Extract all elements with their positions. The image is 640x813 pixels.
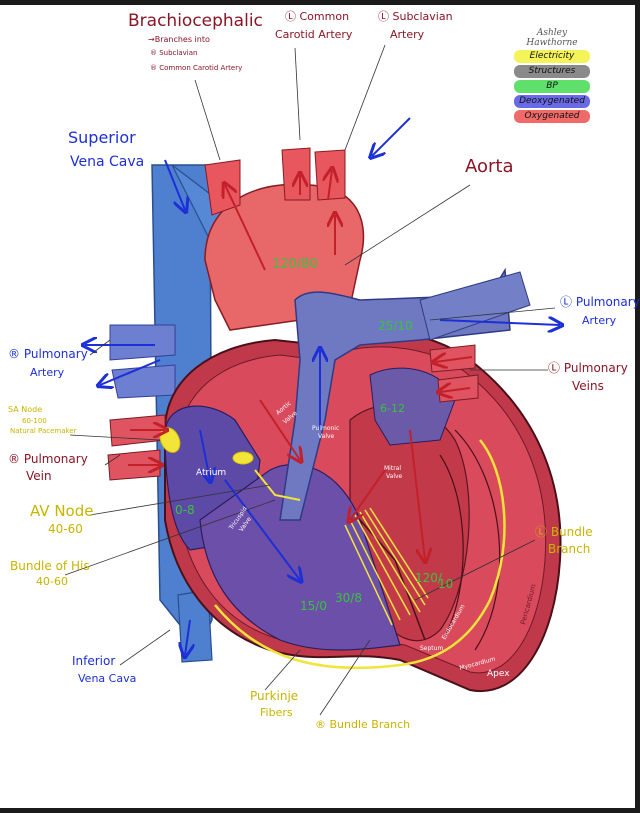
label-pulmonic-valve-2: Valve — [318, 433, 335, 440]
label-l-subclavian-1: Ⓛ Subclavian — [378, 10, 453, 23]
septum-line — [359, 519, 426, 641]
legend-item-bp: BP — [514, 80, 590, 93]
label-superior-vena-cava-2: Vena Cava — [70, 154, 144, 170]
label-l-common-carotid-1: Ⓛ Common — [285, 10, 349, 23]
pressure-right-ventricle-2: 30/8 — [335, 591, 362, 605]
label-r-pulmonary-vein-1: ® Pulmonary — [8, 452, 88, 466]
label-septum: Septum — [420, 645, 443, 652]
label-mitral-valve-1: Mitral — [384, 465, 401, 472]
label-l-pulmonary-veins-2: Veins — [572, 379, 604, 393]
bundle-branches — [344, 507, 429, 626]
label-r-bundle-branch: ® Bundle Branch — [315, 718, 410, 731]
label-sa-node-1: SA Node — [8, 405, 42, 414]
purkinje-fibers — [214, 439, 506, 670]
deoxygenated-arrows — [85, 117, 560, 655]
label-inferior-vena-cava-2: Vena Cava — [78, 672, 136, 685]
label-pericardium: Pericardium — [519, 583, 538, 625]
label-sa-node-2: 60-100 — [22, 417, 47, 425]
label-brachio-sub1: →Branches into — [148, 35, 210, 44]
label-pulmonic-valve-1: Pulmonic — [312, 425, 339, 432]
label-l-pulmonary-veins-1: Ⓛ Pulmonary — [548, 361, 628, 375]
legend-item-deoxygenated: Deoxygenated — [514, 95, 590, 108]
label-av-node-1: AV Node — [30, 502, 93, 520]
legend-item-structures: Structures — [514, 65, 590, 78]
legend-item-oxygenated: Oxygenated — [514, 110, 590, 123]
label-r-pulmonary-artery-1: ® Pulmonary — [8, 347, 88, 361]
label-purkinje-2: Fibers — [260, 706, 293, 719]
label-l-bundle-branch-2: Branch — [548, 542, 590, 556]
legend-item-electricity: Electricity — [514, 50, 590, 63]
top-border — [0, 0, 640, 5]
label-inferior-vena-cava-1: Inferior — [72, 654, 115, 668]
pressure-pulmonary-artery: 25/10 — [378, 319, 413, 333]
label-mitral-valve-2: Valve — [386, 473, 403, 480]
label-l-common-carotid-2: Carotid Artery — [275, 28, 353, 41]
endocardium-inner — [439, 454, 464, 636]
label-l-pulmonary-artery-2: Artery — [582, 314, 617, 327]
pressure-right-atrium: 0-8 — [175, 503, 195, 517]
pressure-left-atrium: 6-12 — [380, 402, 405, 415]
label-av-node-2: 40-60 — [48, 522, 83, 536]
legend-author: Ashley Hawthorne — [526, 28, 578, 48]
pressure-right-ventricle-1: 15/0 — [300, 599, 327, 613]
label-l-bundle-branch-1: Ⓛ Bundle — [535, 525, 593, 539]
pressure-left-ventricle-1: 120/ — [415, 571, 443, 585]
leader-lines — [64, 44, 556, 716]
label-aorta: Aorta — [465, 156, 514, 177]
label-atrium: Atrium — [196, 468, 226, 478]
label-l-subclavian-2: Artery — [390, 28, 425, 41]
av-node — [232, 451, 254, 465]
label-brachiocephalic: Brachiocephalic — [128, 11, 263, 31]
legend: Ashley Hawthorne Electricity Structures … — [512, 28, 592, 125]
label-brachio-sub3: ® Common Carotid Artery — [150, 64, 242, 72]
label-superior-vena-cava-1: Superior — [68, 128, 136, 147]
label-bundle-of-his-2: 40-60 — [36, 575, 68, 588]
label-endocardium: Endocardium — [441, 603, 467, 641]
label-purkinje-1: Purkinje — [250, 689, 298, 703]
label-bundle-of-his-1: Bundle of His — [10, 559, 90, 573]
label-r-pulmonary-artery-2: Artery — [30, 366, 65, 379]
bundle-of-his — [254, 469, 301, 501]
label-brachio-sub2: ® Subclavian — [150, 49, 197, 57]
label-l-pulmonary-artery-1: Ⓛ Pulmonary — [560, 295, 640, 309]
pressure-left-ventricle-2: 10 — [438, 577, 453, 591]
label-apex: Apex — [487, 669, 510, 679]
label-sa-node-3: Natural Pacemaker — [10, 427, 77, 435]
pressure-aorta: 120/80 — [272, 257, 318, 272]
myocardium-outer — [454, 429, 501, 651]
right-border — [635, 0, 640, 813]
pulmonary-artery-branch — [419, 271, 531, 341]
oxygenated-arrows — [128, 170, 473, 560]
bottom-border — [0, 808, 640, 813]
left-atrium — [369, 367, 456, 446]
label-r-pulmonary-vein-2: Vein — [26, 469, 52, 483]
